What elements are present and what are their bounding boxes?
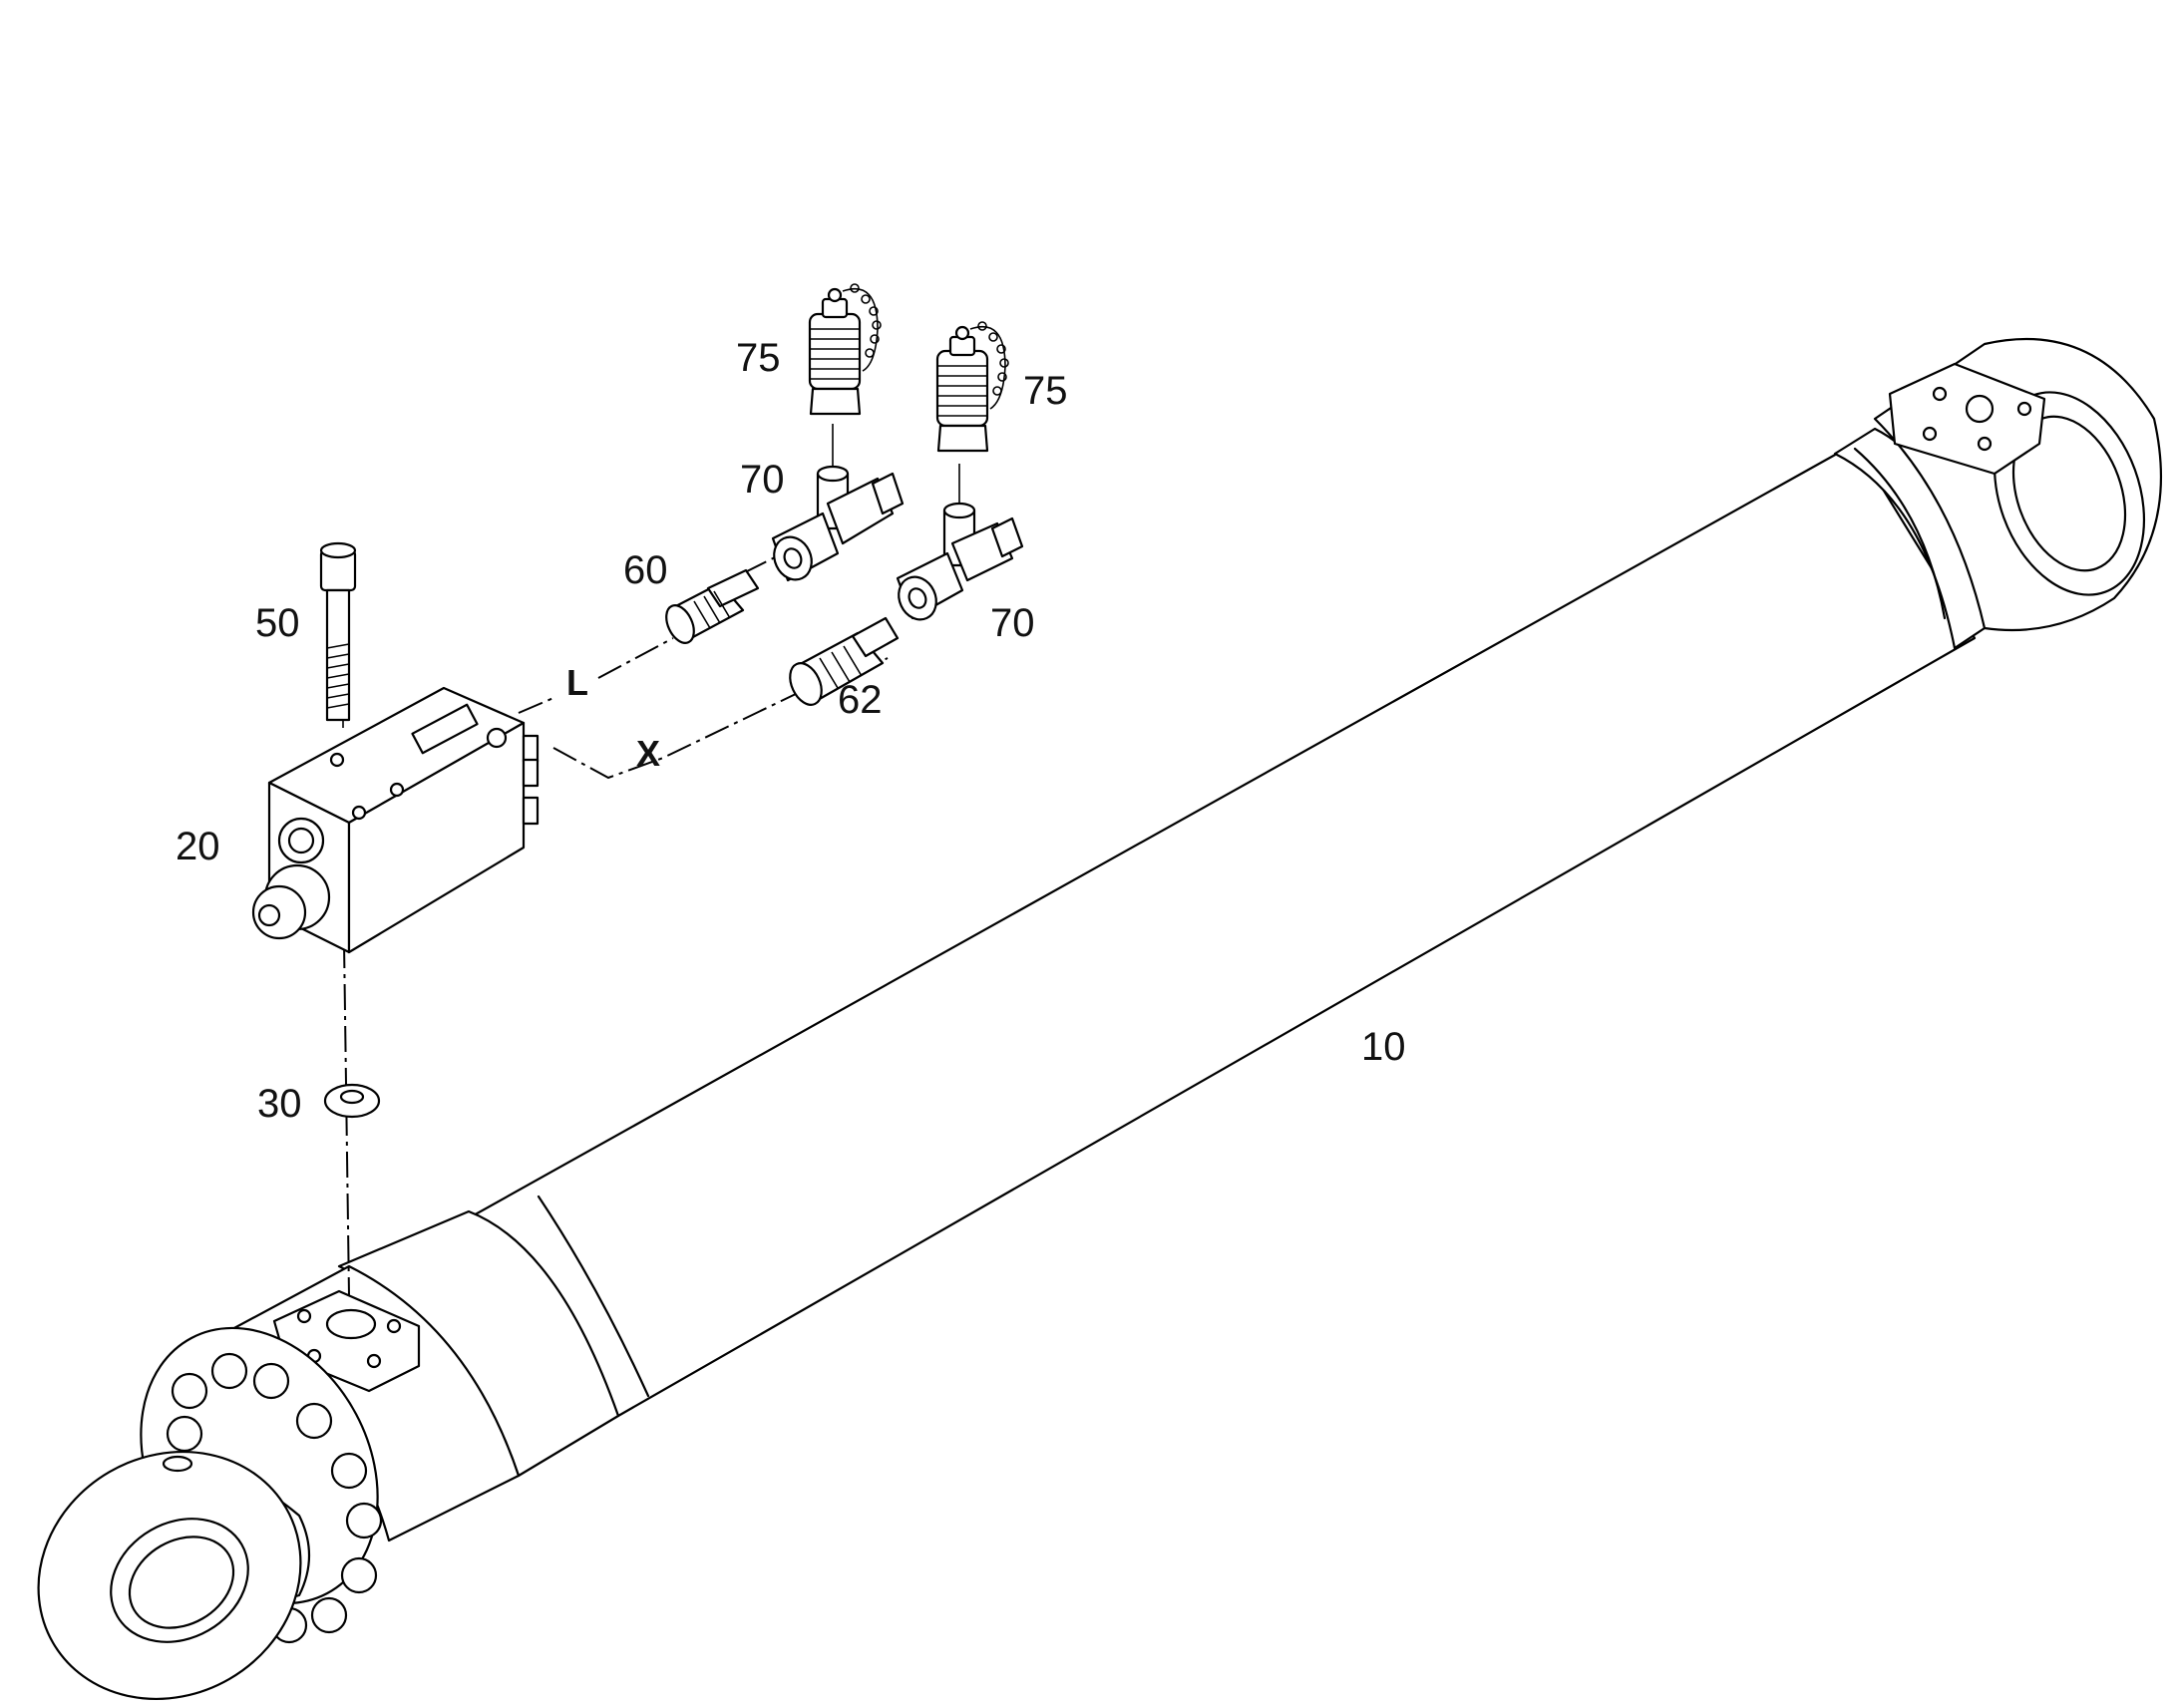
- test-point-cap-75-upper: [808, 283, 882, 416]
- port-label-x: X: [636, 733, 660, 774]
- callout-70-lower: 70: [990, 601, 1035, 645]
- callout-75-upper: 75: [736, 336, 781, 380]
- adapter-fitting-60: [665, 568, 760, 644]
- port-label-l: L: [566, 662, 588, 703]
- adapter-fitting-62: [789, 616, 900, 706]
- callout-30: 30: [257, 1082, 302, 1126]
- front-eye: [37, 1450, 311, 1701]
- callout-75-lower: 75: [1023, 369, 1068, 413]
- axis-valve-to-head: [343, 941, 350, 1297]
- test-point-cap-75-lower: [935, 321, 1009, 453]
- socket-head-bolt: [319, 541, 357, 722]
- seal-ring: [323, 1083, 381, 1119]
- valve-block: [251, 686, 540, 954]
- rear-eye: [1873, 337, 2163, 632]
- callout-50: 50: [255, 601, 300, 645]
- port-l-line-b: [597, 637, 674, 679]
- barrel-band-line-rear: [1853, 447, 1947, 620]
- callout-60: 60: [623, 548, 668, 592]
- valve-nameplate: [411, 703, 479, 755]
- callout-62: 62: [838, 678, 883, 722]
- tee-fitting-70-upper: [771, 465, 905, 582]
- callout-labels: 10 20 30 50 60 62 70 70 75 75 L X: [176, 336, 1406, 1126]
- cylinder-barrel: [452, 442, 1977, 1418]
- callout-70-upper: 70: [740, 458, 785, 502]
- port-x-line: [552, 692, 799, 780]
- tee-fitting-70-lower: [896, 502, 1024, 621]
- valve-block-side: [347, 721, 526, 954]
- port-l-line-a: [518, 697, 554, 714]
- callout-10: 10: [1361, 1025, 1406, 1069]
- barrel-band-line: [537, 1195, 650, 1398]
- callout-20: 20: [176, 825, 220, 868]
- hydraulic-cylinder: [37, 337, 2163, 1701]
- line-60-70: [742, 552, 784, 574]
